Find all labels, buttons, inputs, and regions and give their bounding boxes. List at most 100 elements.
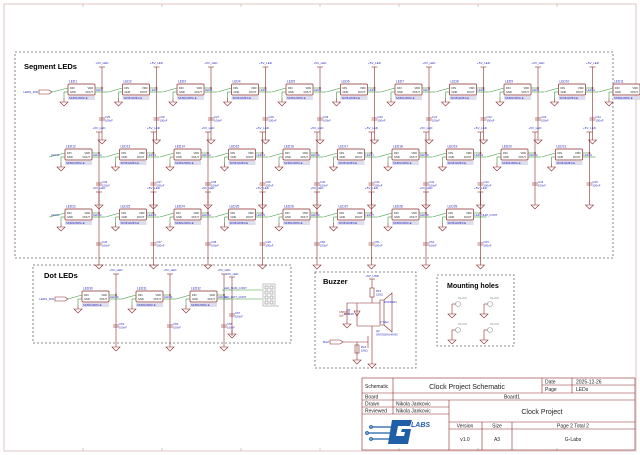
junction-dot xyxy=(155,87,158,89)
pin-vdd: VDD xyxy=(306,86,312,90)
net-label: LED5 xyxy=(314,88,321,92)
ground-icon xyxy=(165,226,175,232)
buzzer-box xyxy=(314,271,417,369)
led-part-number: SK6812MINI-E xyxy=(502,161,521,165)
power-label: +5V_LED xyxy=(259,61,273,65)
cap-value: 100nF xyxy=(375,244,383,248)
power-label: +5V_LED xyxy=(96,61,110,65)
din-wire xyxy=(323,212,338,218)
junction-dot xyxy=(316,152,318,154)
ground-icon xyxy=(367,363,377,369)
led-ref: LED4 xyxy=(233,80,241,84)
ground-icon xyxy=(584,204,595,210)
ground-symbol xyxy=(127,305,137,314)
buzzer-ref: BUZZER1 xyxy=(384,300,397,304)
pin-din: DIN xyxy=(231,211,236,215)
cap-ref: C58 xyxy=(339,310,345,314)
ground-symbol xyxy=(549,98,560,107)
ground-symbol xyxy=(56,163,66,172)
led-ref: LED1 xyxy=(69,80,77,84)
net-label: LED31 xyxy=(164,295,173,299)
ground-symbol xyxy=(584,201,595,210)
ground-icon xyxy=(369,139,380,145)
pin-dout: DOUT xyxy=(140,90,148,94)
led-body xyxy=(612,83,640,96)
cap-value: 100nF xyxy=(429,244,437,248)
pin-dout: DOUT xyxy=(467,90,475,94)
ground-symbol xyxy=(181,305,191,314)
ground-icon xyxy=(331,101,342,107)
pin-vdd: VDD xyxy=(248,151,254,155)
part-label-bg xyxy=(65,221,92,225)
cap-value: 100nF xyxy=(119,326,127,330)
led-ref: LED16 xyxy=(284,145,294,149)
pin-vdd: VDD xyxy=(578,86,584,90)
pin-gnd: GND xyxy=(340,155,346,159)
connector-j1: J1 xyxy=(262,283,279,308)
ground-symbol xyxy=(440,98,451,107)
junction-dot xyxy=(264,87,267,89)
transistor-ref: Q2 xyxy=(376,329,380,333)
pin-dout: DOUT xyxy=(358,90,366,94)
power-label: +5V_LED xyxy=(423,61,437,65)
pin-din: DIN xyxy=(231,151,236,155)
part-label-bg xyxy=(231,96,259,100)
ground-icon xyxy=(151,139,162,145)
ground-symbol xyxy=(148,261,159,270)
net-label: LED26 xyxy=(311,213,320,217)
din-wire xyxy=(105,152,120,158)
pin-vdd: VDD xyxy=(303,211,309,215)
led-body xyxy=(391,208,420,221)
net-label: LED14 xyxy=(202,153,211,157)
junction-dot xyxy=(373,87,376,89)
connector-ref: J1 xyxy=(276,304,279,308)
ground-icon xyxy=(97,139,107,145)
cap-value: 100nF xyxy=(227,326,235,330)
pin-dout: DOUT xyxy=(192,215,200,219)
din-wire xyxy=(105,212,120,218)
tb-schematic-title: Clock Project Schematic xyxy=(429,384,505,391)
led-ref: LED32 xyxy=(191,287,201,291)
ground-symbol xyxy=(312,261,322,270)
ground-symbol xyxy=(424,136,434,145)
connector-pin xyxy=(264,290,269,295)
net-label: LED23 xyxy=(148,213,157,217)
led-body xyxy=(81,290,110,303)
cap-value: 100nF xyxy=(487,119,495,123)
pin-dout: DOUT xyxy=(576,90,584,94)
ground-symbol xyxy=(165,223,175,232)
cap-ref: C30 xyxy=(378,115,384,119)
ground-icon xyxy=(328,166,339,172)
mounting-hole-ref: MH204 xyxy=(490,322,499,326)
transistor-value: SN7002W,H6433 xyxy=(376,333,398,337)
ground-icon xyxy=(386,101,396,107)
ground-symbol xyxy=(546,163,557,172)
cap-value: 100nF xyxy=(266,184,274,188)
part-label-bg xyxy=(340,96,368,100)
port-arrow-icon xyxy=(38,89,53,95)
dot-leds-title: Dot LEDs xyxy=(44,271,78,280)
ground-symbol xyxy=(328,163,339,172)
part-label-bg xyxy=(190,303,217,307)
pin-gnd: GND xyxy=(452,90,458,94)
din-wire xyxy=(67,294,83,300)
capacitor xyxy=(259,242,266,246)
net-label: LED25 xyxy=(257,213,266,217)
net-label: LED_NUM_CONT xyxy=(224,286,247,290)
pin-din: DIN xyxy=(394,151,399,155)
capacitor xyxy=(208,117,214,121)
ground-symbol xyxy=(165,163,175,172)
led-part-number: SK6812MINI-E xyxy=(121,161,140,165)
ground-symbol xyxy=(342,320,352,329)
ground-symbol xyxy=(97,136,107,145)
pin-gnd: GND xyxy=(138,297,144,301)
ground-symbol xyxy=(437,223,448,232)
transistor-q2 xyxy=(367,336,373,348)
